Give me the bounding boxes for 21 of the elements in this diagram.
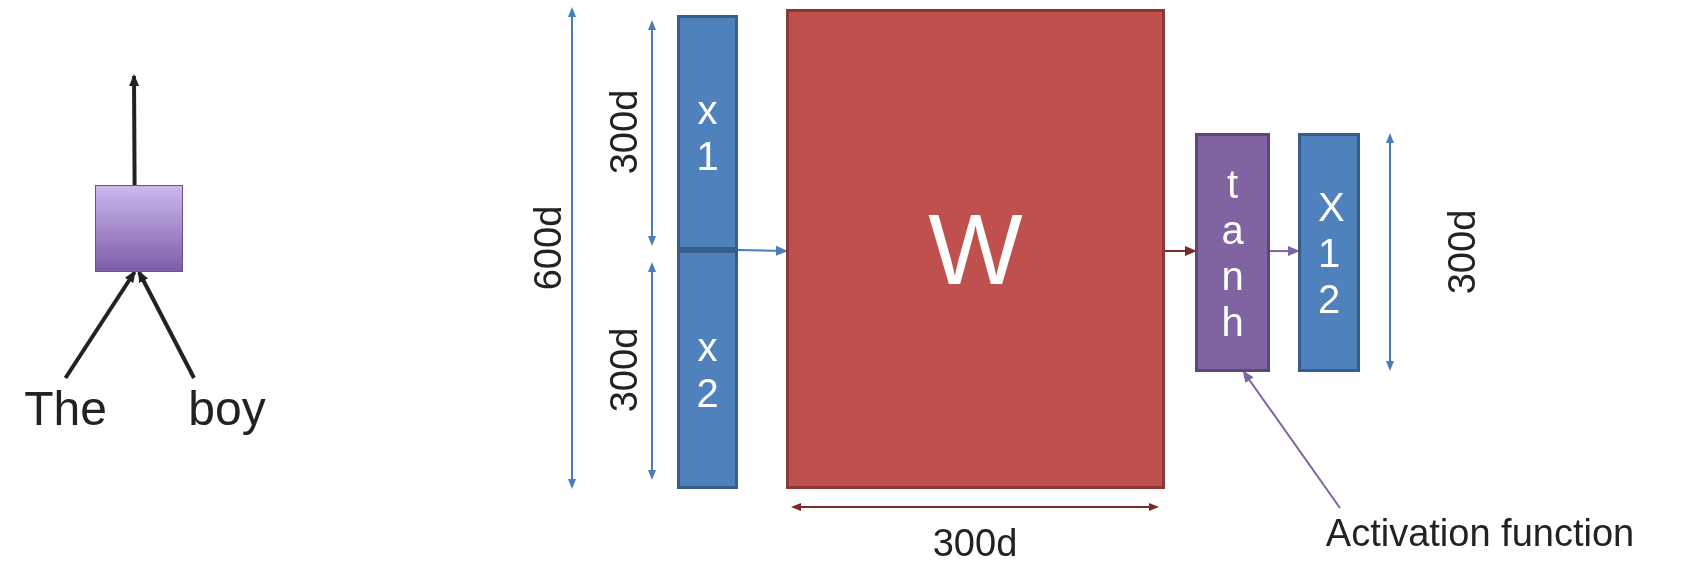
dimension-label: 300d xyxy=(605,89,643,175)
word-label: boy xyxy=(172,378,282,440)
leader-line xyxy=(1242,370,1341,509)
annotation-text: Activation function xyxy=(1280,508,1680,558)
arrow xyxy=(1164,246,1197,256)
vector-box: x1 xyxy=(677,15,738,250)
dimension-label: 300d xyxy=(932,524,1018,562)
arrow xyxy=(737,245,788,256)
vector-box: X12 xyxy=(1298,133,1360,372)
arrow xyxy=(137,270,196,379)
activation-box: tanh xyxy=(1195,133,1270,372)
arrow xyxy=(1269,246,1300,257)
vector-box: x2 xyxy=(677,250,738,489)
dimension-label: 300d xyxy=(1443,209,1481,295)
word-label: The xyxy=(8,378,123,440)
matrix-box: W xyxy=(786,9,1165,489)
arrow xyxy=(63,270,137,380)
arrow xyxy=(129,74,140,185)
composition-box xyxy=(95,185,183,272)
dimension-label: 300d xyxy=(605,327,643,413)
dimension-label: 600d xyxy=(529,205,567,291)
